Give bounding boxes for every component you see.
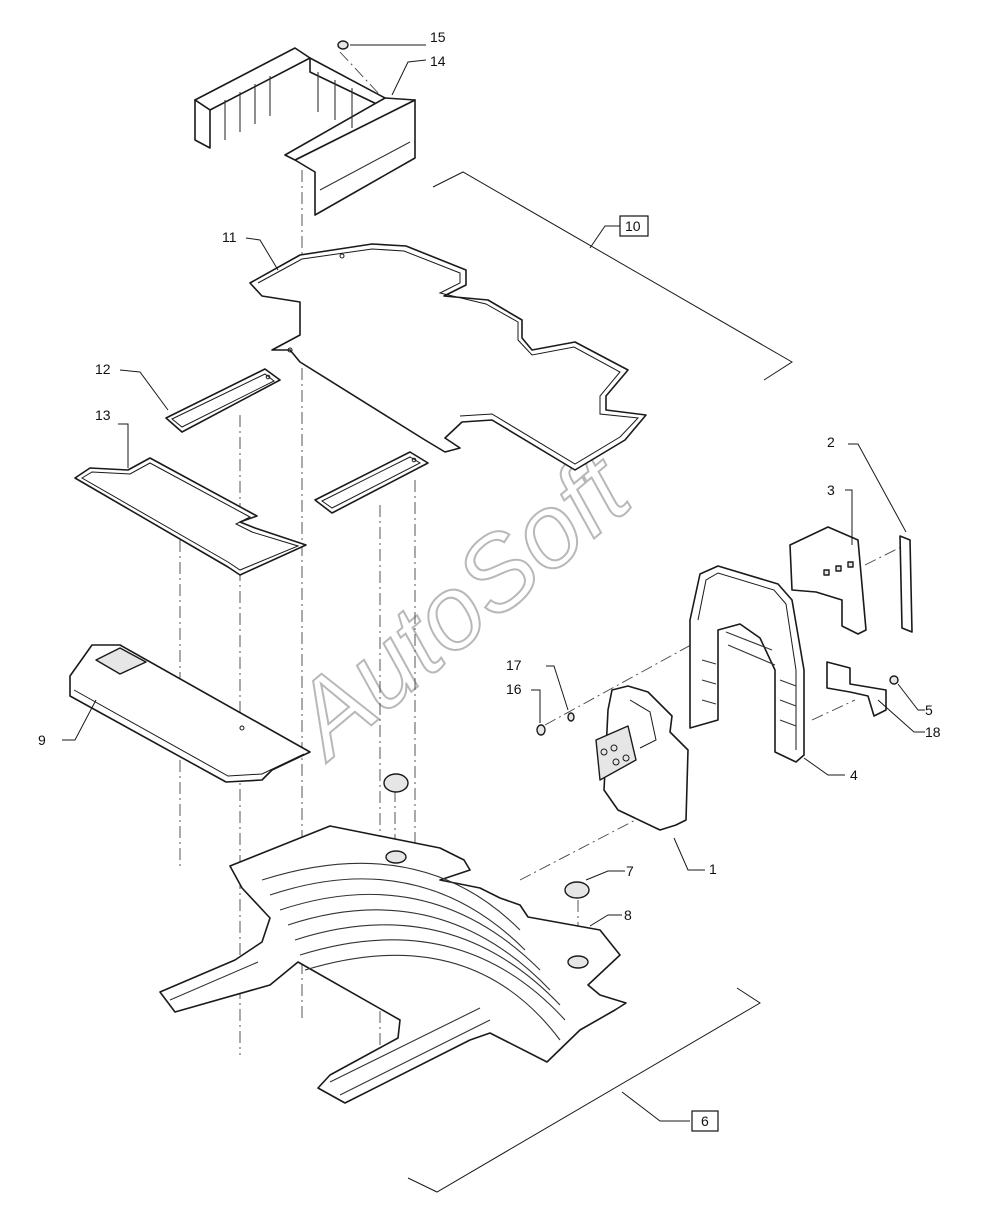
callout-6: 6	[701, 1113, 709, 1129]
callout-6-box	[691, 1110, 719, 1132]
callout-13: 13	[95, 407, 111, 423]
callout-7: 7	[626, 863, 634, 879]
part-8-floor-pan	[159, 825, 627, 1104]
part-11-floor-mat	[249, 243, 647, 471]
part-18-bracket	[826, 661, 887, 717]
callout-1: 1	[709, 861, 717, 877]
assembly-bracket-6	[407, 987, 761, 1193]
callout-3: 3	[827, 482, 835, 498]
callout-12: 12	[95, 361, 111, 377]
callout-17: 17	[506, 657, 522, 673]
part-2-strip	[899, 535, 913, 633]
callout-labels: 1 2 3 4 5 7 8 9 11 12 13 14 15 16 17 18 …	[38, 29, 941, 1132]
callout-11: 11	[222, 229, 237, 245]
part-7-plug-lower	[564, 881, 590, 899]
part-5-bolt	[889, 675, 899, 685]
part-15-fastener	[337, 40, 349, 50]
callout-15: 15	[430, 29, 446, 45]
callout-16: 16	[506, 681, 522, 697]
part-16-17-fasteners	[536, 712, 575, 736]
callout-5: 5	[925, 702, 933, 718]
watermark: AutoSoft	[266, 430, 654, 782]
callout-14: 14	[430, 53, 446, 69]
callout-8: 8	[624, 907, 632, 923]
callout-10: 10	[625, 218, 641, 234]
callout-4: 4	[850, 767, 858, 783]
assembly-bracket-10	[432, 171, 793, 381]
part-4-arch-frame	[689, 565, 805, 763]
part-3-plate	[789, 526, 867, 635]
callout-9: 9	[38, 732, 46, 748]
callout-10-box	[619, 215, 649, 237]
part-1-tunnel-cover	[595, 685, 689, 831]
part-12-small-mat	[165, 368, 281, 433]
part-14-rear-box	[194, 47, 416, 216]
part-13-mat	[74, 457, 307, 576]
callout-18: 18	[925, 724, 941, 740]
part-mat-strip	[314, 451, 429, 514]
callout-2: 2	[827, 434, 835, 450]
part-7-plug-upper	[383, 773, 409, 793]
part-9-floor-panel	[69, 644, 311, 783]
leader-lines	[62, 44, 925, 1122]
